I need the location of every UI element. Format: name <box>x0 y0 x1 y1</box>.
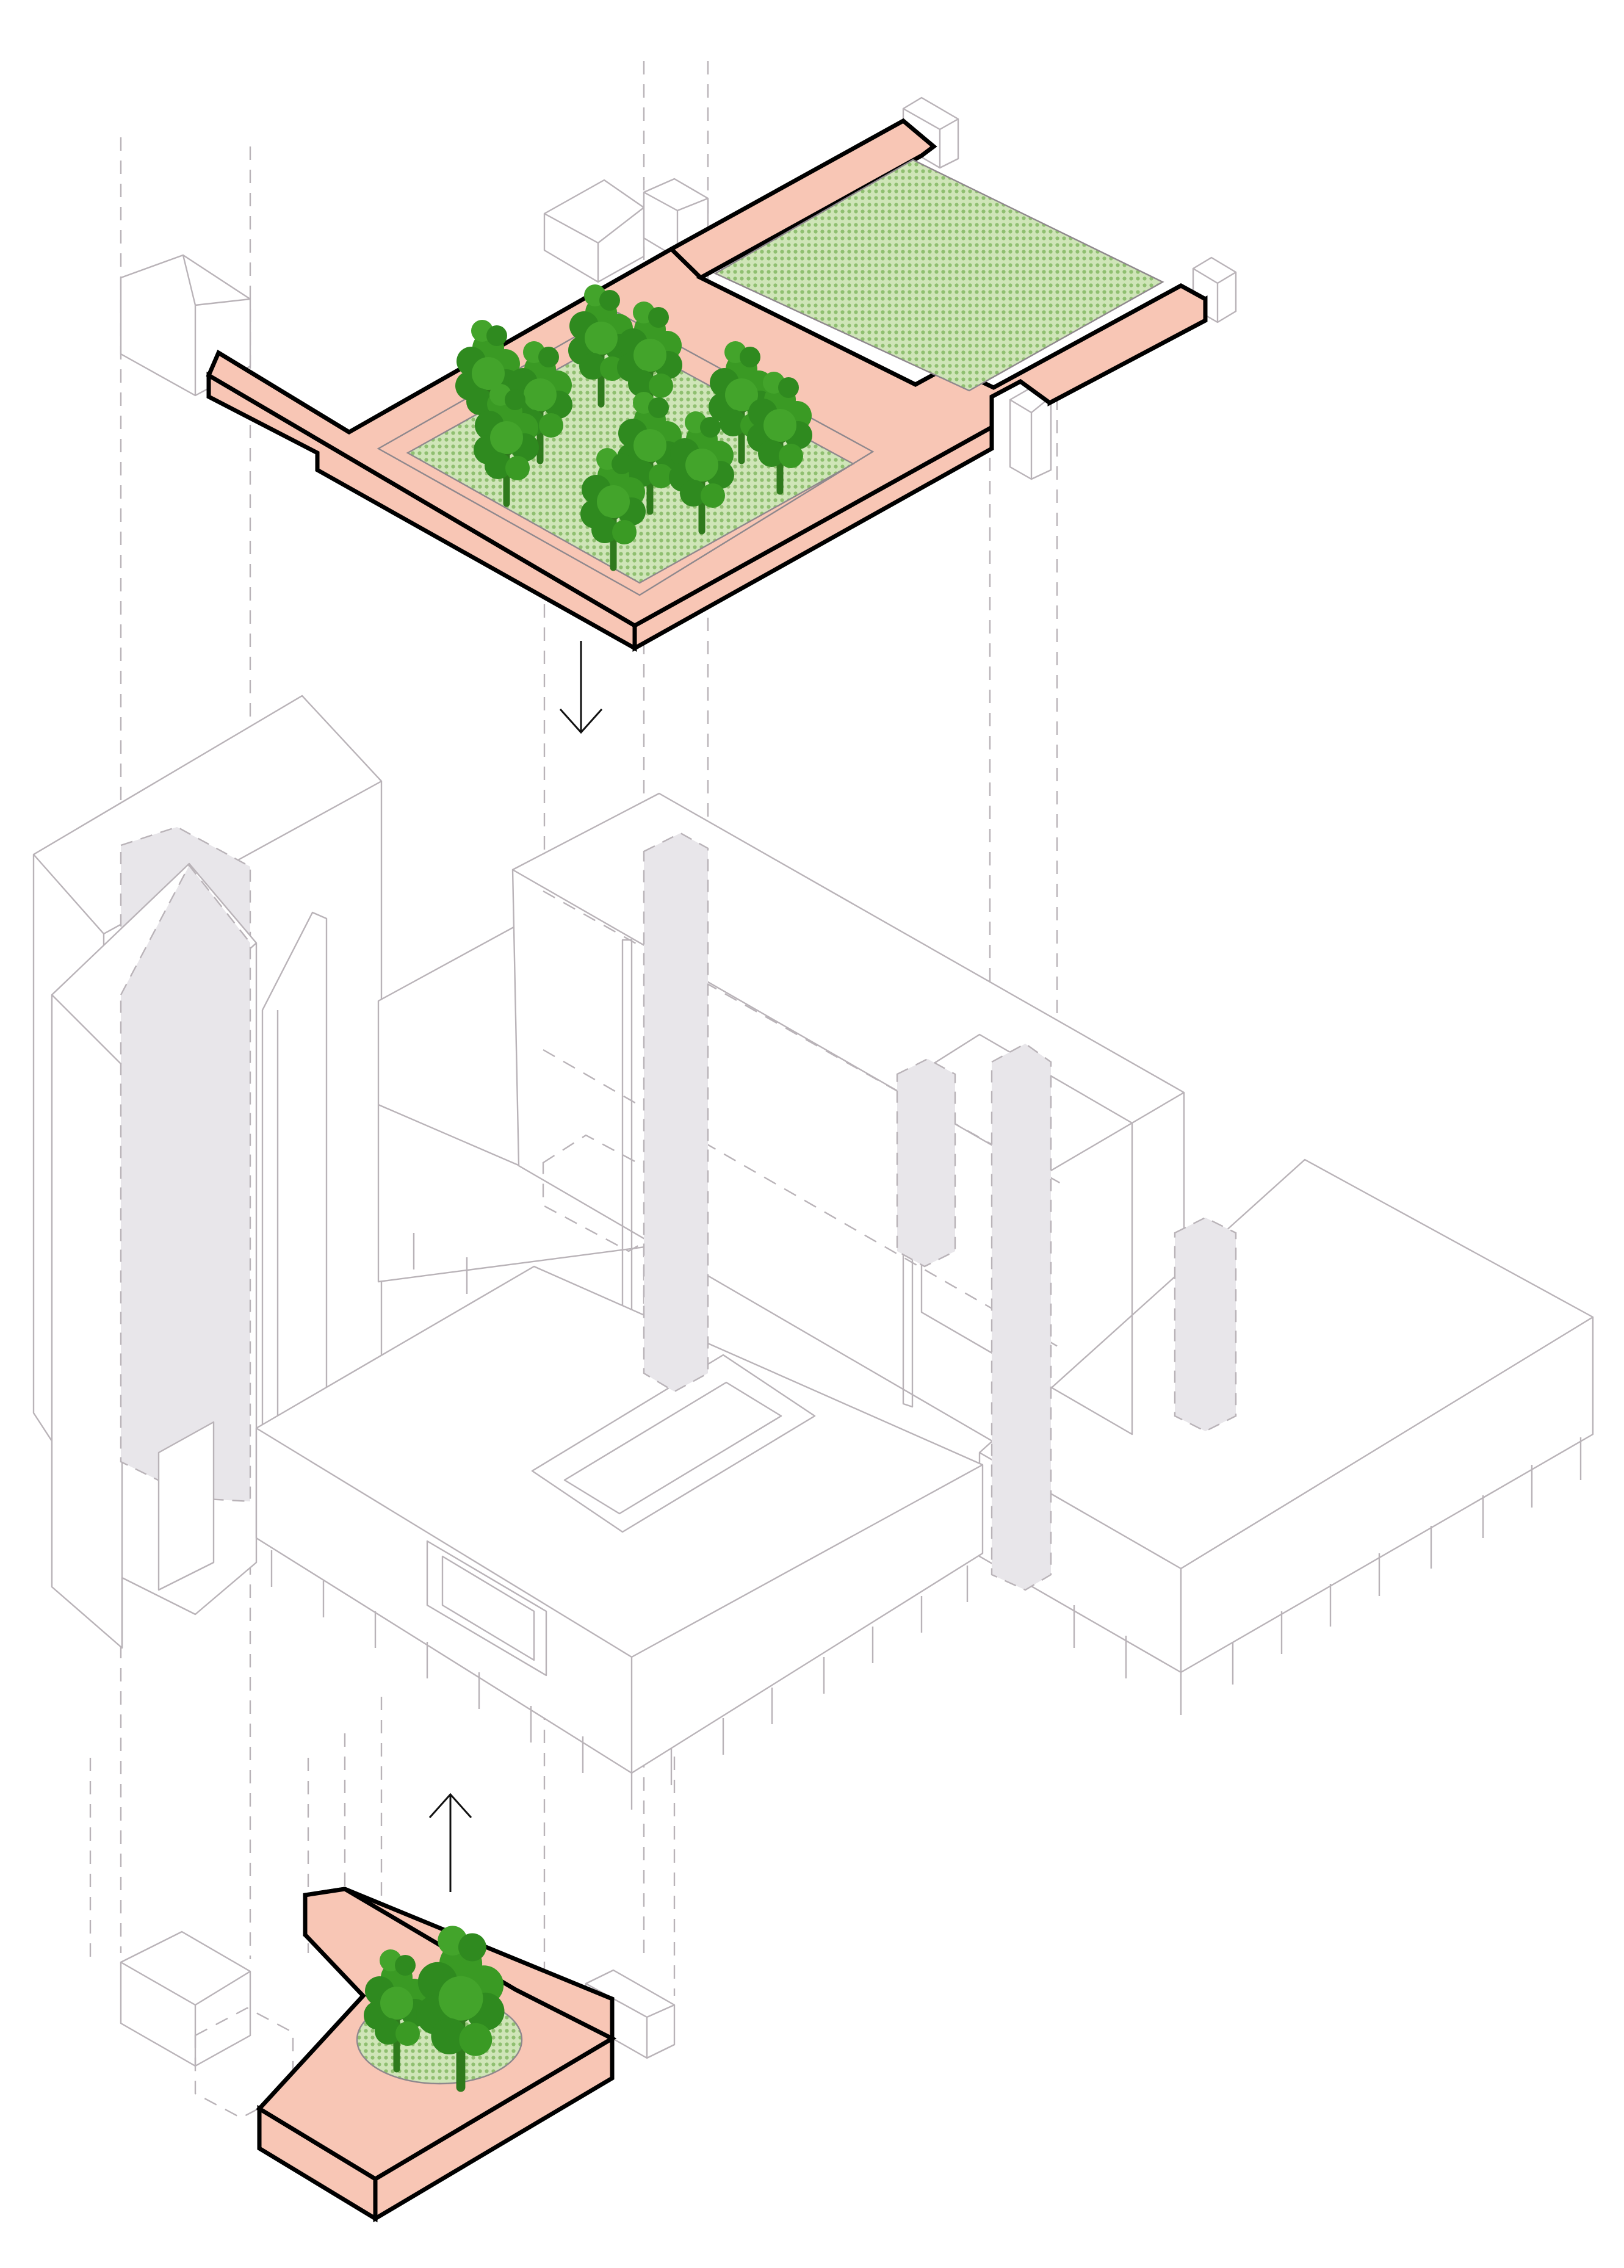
pilotis-front <box>270 1550 969 1810</box>
roof-terrace-slab <box>206 118 1208 652</box>
front-podium <box>255 1265 984 1810</box>
left-towers <box>32 695 383 1649</box>
arrow-down-icon <box>559 641 603 734</box>
circulation-cores <box>643 832 1237 1591</box>
lawn-plaza <box>715 160 1163 391</box>
central-building-volumes <box>32 695 1594 1810</box>
pilotis-right <box>1073 1437 1582 1715</box>
arrow-up-icon <box>428 1793 472 1892</box>
context-blocks-bottom <box>120 1930 676 2119</box>
pilotis-rear <box>413 1233 468 1294</box>
ground-plaza-slab <box>256 1887 617 2223</box>
